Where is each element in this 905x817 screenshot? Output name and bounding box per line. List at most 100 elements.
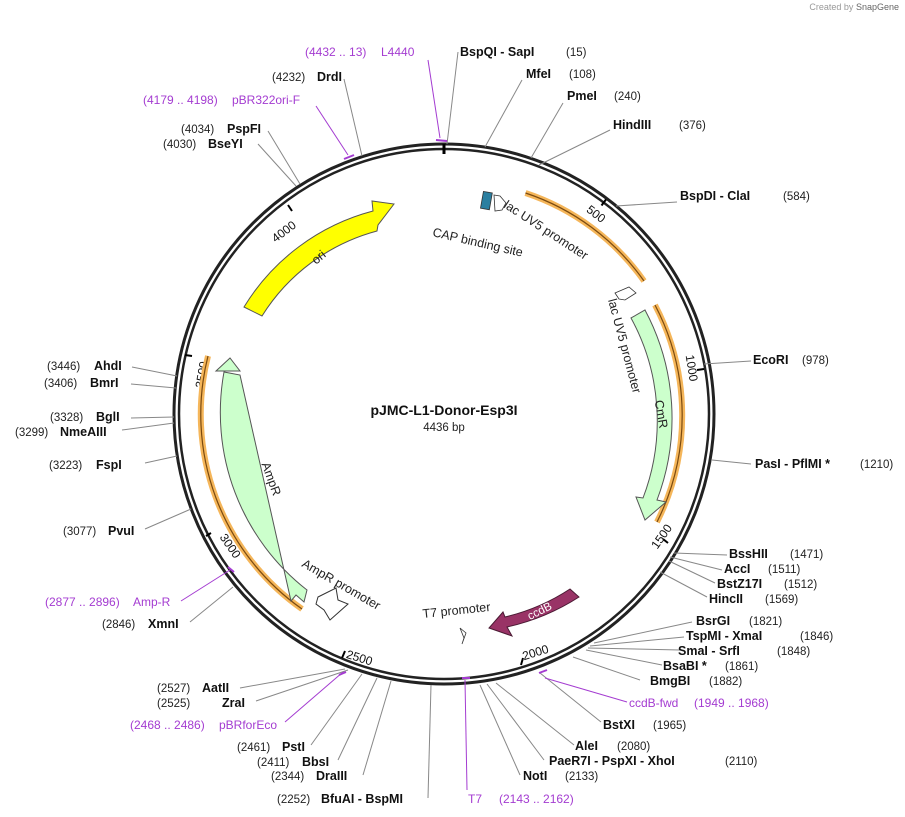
site-fspi-pos: (3223) [49,460,82,472]
site-mfei-pos: (108) [569,69,596,81]
lac2-promoter-arrow [614,286,637,301]
primer-amp-r[interactable]: Amp-R [133,595,171,609]
primer-pbrforeco[interactable]: pBRforEco [219,718,277,732]
site-bstxi[interactable]: BstXI [603,718,635,732]
site-leaders [121,51,752,799]
ampr-promoter-arrow [315,587,349,621]
site-bsshii[interactable]: BssHII [729,547,768,561]
snapgene-watermark: Created by SnapGene [809,2,899,12]
site-drdi[interactable]: DrdI [317,70,342,84]
site-bspdi-clai[interactable]: BspDI - ClaI [680,189,750,203]
site-bgli-pos: (3328) [50,412,83,424]
tick-2000 [520,657,524,666]
site-alei[interactable]: AleI [575,739,598,753]
site-bmri[interactable]: BmrI [90,376,118,390]
site-bfuai-bspmi[interactable]: BfuAI - BspMI [321,792,403,806]
site-bgli[interactable]: BglI [96,410,120,424]
site-bmri-pos: (3406) [44,378,77,390]
site-acci[interactable]: AccI [724,562,750,576]
site-bspdi-clai-pos: (584) [783,191,810,203]
site-bsrgi-pos: (1821) [749,616,782,628]
plasmid-name: pJMC-L1-Donor-Esp3I [371,402,518,418]
highlight-arc-lac1-core [525,192,645,282]
site-bspqi-sapi-pos: (15) [566,47,587,59]
site-bseyi[interactable]: BseYI [208,137,243,151]
site-zrai[interactable]: ZraI [222,696,245,710]
site-pspfi[interactable]: PspFI [227,122,261,136]
site-hincii-pos: (1569) [765,594,798,606]
site-pasi-pflmi[interactable]: PasI - PflMI * [755,457,830,471]
site-bsabi[interactable]: BsaBI * [663,659,707,673]
watermark-prefix: Created by [809,2,854,12]
tick-label-1000: 1000 [683,354,701,383]
site-pspfi-pos: (4034) [181,124,214,136]
site-bstz17i[interactable]: BstZ17I [717,577,762,591]
tick-label-4000: 4000 [269,218,299,245]
highlight-arc-ampr-core [200,355,303,610]
cmr-label: CmR [652,399,671,429]
site-ahdi-pos: (3446) [47,361,80,373]
site-smai-srfi[interactable]: SmaI - SrfI [678,644,740,658]
tick-3000 [205,532,212,537]
site-bspqi-sapi[interactable]: BspQI - SapI [460,45,534,59]
site-noti[interactable]: NotI [523,769,547,783]
site-hincii[interactable]: HincII [709,592,743,606]
site-draiii[interactable]: DraIII [316,769,347,783]
primer-l4440[interactable]: L4440 [381,45,415,59]
tick-2500 [341,650,346,659]
site-aatii[interactable]: AatII [202,681,229,695]
site-paer7i-pspxi-xhoi[interactable]: PaeR7I - PspXI - XhoI [549,754,675,768]
primer-ccdb-fwd-range: (1949 .. 1968) [694,696,769,710]
site-pasi-pflmi-pos: (1210) [860,459,893,471]
primer-pbr322ori-f-range: (4179 .. 4198) [143,93,218,107]
site-ecori[interactable]: EcoRI [753,353,788,367]
tick-label-1500: 1500 [648,521,675,551]
site-tspmi-xmai[interactable]: TspMI - XmaI [686,629,762,643]
site-bsshii-pos: (1471) [790,549,823,561]
site-bsrgi[interactable]: BsrGI [696,614,730,628]
site-bbsi-pos: (2411) [257,757,290,769]
site-draiii-pos: (2344) [271,771,304,783]
site-noti-pos: (2133) [565,771,598,783]
tick-1500 [662,538,669,544]
site-pvui-pos: (3077) [63,526,96,538]
site-bfuai-bspmi-pos: (2252) [277,794,310,806]
site-labels-left: (2252) BfuAI - BspMI (2344) DraIII (2411… [15,70,403,806]
site-alei-pos: (2080) [617,741,650,753]
site-bmgbi[interactable]: BmgBI [650,674,690,688]
t7-promoter-label: T7 promoter [422,600,491,621]
site-mfei[interactable]: MfeI [526,67,551,81]
site-nmeaiii[interactable]: NmeAIII [60,425,107,439]
tick-marks: 500 1000 1500 2000 2500 3000 3500 4000 [184,198,705,669]
site-bstxi-pos: (1965) [653,720,686,732]
site-hindiii-pos: (376) [679,120,706,132]
t7-promoter-arrow [459,627,467,645]
tick-3500 [184,354,193,357]
site-bsabi-pos: (1861) [725,661,758,673]
site-psti[interactable]: PstI [282,740,305,754]
lac1-promoter-arrow [493,194,507,212]
tick-500 [600,198,607,207]
site-bbsi[interactable]: BbsI [302,755,329,769]
ccdb-label: ccdB [526,600,555,622]
site-nmeaiii-pos: (3299) [15,427,48,439]
site-psti-pos: (2461) [237,742,270,754]
primer-ccdb-fwd[interactable]: ccdB-fwd [629,696,678,710]
primer-pbr322ori-f[interactable]: pBR322ori-F [232,93,300,107]
site-pmei[interactable]: PmeI [567,89,597,103]
site-hindiii[interactable]: HindIII [613,118,651,132]
highlight-arc-cmr-core [654,304,683,523]
site-ahdi[interactable]: AhdI [94,359,122,373]
site-drdi-pos: (4232) [272,72,305,84]
site-pmei-pos: (240) [614,91,641,103]
tick-4000 [287,204,293,212]
primer-t7[interactable]: T7 [468,792,482,806]
cmr-feature [630,309,673,521]
site-paer7i-pspxi-xhoi-pos: (2110) [725,756,758,768]
cap-binding-site-feature [480,190,493,211]
site-pvui[interactable]: PvuI [108,524,134,538]
site-fspi[interactable]: FspI [96,458,122,472]
tick-1000 [696,368,705,371]
site-xmni[interactable]: XmnI [148,617,179,631]
site-bstz17i-pos: (1512) [784,579,817,591]
